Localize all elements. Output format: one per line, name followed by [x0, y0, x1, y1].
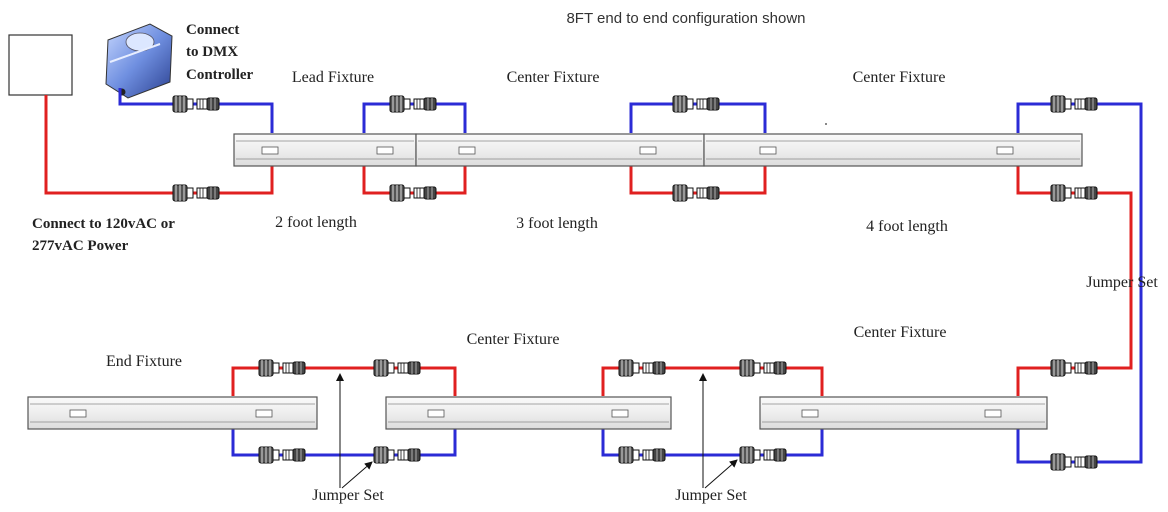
jumper-set-label-right: Jumper Set: [1086, 274, 1158, 291]
length-4ft-label: 4 foot length: [866, 218, 948, 235]
wire-jumper-bottom-red-1: [231, 366, 457, 396]
center-fixture-label-3: Center Fixture: [467, 331, 560, 348]
wire-jumper-bottom-blue-2: [601, 429, 824, 457]
connector-b1-red-left: [258, 359, 306, 377]
connector-jumper-top-1: [389, 95, 437, 113]
end-fixture: [27, 396, 318, 430]
length-3ft-label: 3 foot length: [516, 215, 598, 232]
jumper-set-label-bottom-2: Jumper Set: [675, 487, 747, 504]
wire-power-to-lead: [44, 95, 274, 195]
center-fixture-3ft: [415, 133, 705, 167]
stray-dot: [825, 123, 827, 125]
connector-layer: [172, 95, 1098, 471]
connect-dmx-label: Connect to DMX Controller: [186, 22, 254, 83]
dmx-controller-device-icon: [105, 23, 173, 99]
connector-b2-red-left: [618, 359, 666, 377]
jumper-arrows: [336, 373, 738, 489]
jumper-set-label-bottom-1: Jumper Set: [312, 487, 384, 504]
connector-b1-blue-right: [373, 446, 421, 464]
end-fixture-label: End Fixture: [106, 353, 182, 370]
power-supply-box-icon: [8, 34, 73, 96]
center-fixture-bottom-1: [385, 396, 672, 430]
wire-jumper-right-blue: [1016, 102, 1143, 464]
connector-power: [172, 184, 220, 202]
connector-right-bottom-blue: [1050, 453, 1098, 471]
center-fixture-4ft: [703, 133, 1083, 167]
wire-jumper-bottom-red-2: [601, 366, 824, 396]
fixture-layer: [27, 123, 1083, 430]
connect-power-label: Connect to 120vAC or 277vAC Power: [32, 216, 178, 254]
wire-dmx-to-lead: [118, 88, 274, 133]
connector-b2-blue-right: [739, 446, 787, 464]
connector-jumper-bottom-2: [672, 184, 720, 202]
connector-jumper-bottom-1: [389, 184, 437, 202]
connector-right-bottom-red: [1050, 359, 1098, 377]
center-fixture-label-1: Center Fixture: [507, 69, 600, 86]
wire-jumper-right-red: [1016, 166, 1133, 396]
connector-right-top-blue: [1050, 95, 1098, 113]
connector-right-top-red: [1050, 184, 1098, 202]
length-2ft-label: 2 foot length: [275, 214, 357, 231]
lead-fixture-label: Lead Fixture: [292, 69, 374, 86]
arrow-jumper-1b: [341, 461, 373, 489]
connector-jumper-top-2: [672, 95, 720, 113]
center-fixture-label-2: Center Fixture: [853, 69, 946, 86]
center-fixture-bottom-2: [759, 396, 1048, 430]
connector-b1-red-right: [373, 359, 421, 377]
connector-b2-blue-left: [618, 446, 666, 464]
center-fixture-label-4: Center Fixture: [854, 324, 947, 341]
diagram-title: 8FT end to end configuration shown: [566, 10, 805, 27]
arrow-jumper-2b: [704, 459, 738, 489]
wire-jumper-bottom-blue-1: [231, 429, 457, 457]
lead-fixture-2ft: [233, 133, 417, 167]
connector-b2-red-right: [739, 359, 787, 377]
connector-dmx: [172, 95, 220, 113]
connector-b1-blue-left: [258, 446, 306, 464]
